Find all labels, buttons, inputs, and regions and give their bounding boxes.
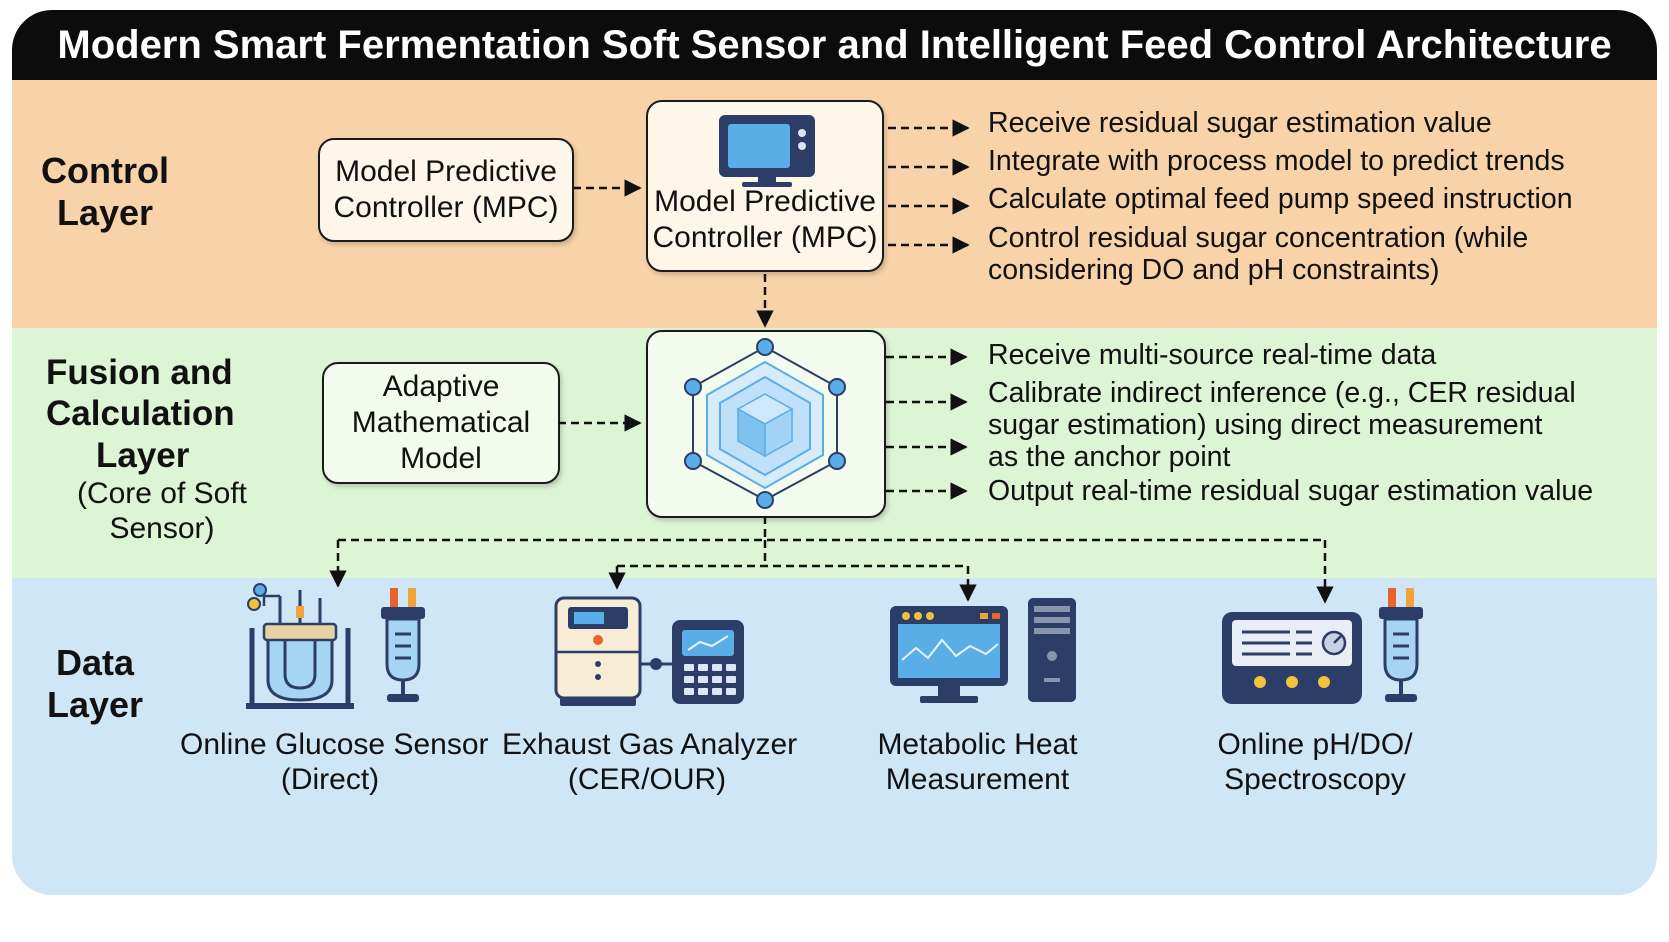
- control-layer-label-line: Control: [41, 150, 169, 191]
- fusion-network-icon: [684, 338, 846, 509]
- fusion-layer-sublabel: (Core of Soft Sensor): [76, 476, 248, 546]
- computer-monitor-icon: [719, 115, 815, 187]
- adaptive-model-box-line: Model: [400, 442, 482, 475]
- bioreactor-icon: [246, 583, 354, 709]
- fusion-output-line: Receive multi-source real-time data: [988, 339, 1437, 371]
- control-output-item: Calculate optimal feed pump speed instru…: [988, 183, 1573, 216]
- server-tower-icon: [1028, 598, 1076, 702]
- control-output-item: Receive residual sugar estimation value: [988, 107, 1492, 140]
- control-output-line: Integrate with process model to predict …: [988, 145, 1565, 177]
- device-label-line: Online pH/DO/: [1217, 728, 1413, 761]
- fusion-output-line: Output real-time residual sugar estimati…: [988, 475, 1594, 507]
- adaptive-model-box-line: Adaptive: [382, 370, 500, 403]
- mpc-input-box-line: Controller (MPC): [333, 191, 559, 224]
- control-output-line: Control residual sugar concentration (wh…: [988, 222, 1529, 254]
- diagram-title: Modern Smart Fermentation Soft Sensor an…: [12, 10, 1657, 80]
- connector-lower-bus: [617, 540, 968, 568]
- data-layer-label: Data Layer: [40, 642, 150, 727]
- control-output-line: Calculate optimal feed pump speed instru…: [988, 183, 1573, 215]
- device-label-metabolic-heat: Metabolic Heat Measurement: [860, 727, 1095, 798]
- device-label-line: Metabolic Heat: [877, 728, 1078, 761]
- adaptive-model-box: Adaptive Mathematical Model: [322, 362, 560, 484]
- data-layer-label-line: Layer: [46, 684, 144, 726]
- mpc-input-box-line: Model Predictive: [335, 155, 557, 188]
- fusion-layer-label-line: Calculation: [46, 394, 235, 434]
- handheld-meter-icon: [672, 620, 744, 704]
- gas-analyzer-cabinet-icon: [554, 596, 672, 706]
- fusion-output-item: Receive multi-source real-time data: [988, 339, 1437, 372]
- ph-probe-icon: [1379, 588, 1423, 702]
- control-output-line: Receive residual sugar estimation value: [988, 107, 1492, 139]
- adaptive-model-box-line: Mathematical: [351, 406, 531, 439]
- device-label-line: (CER/OUR): [567, 763, 727, 797]
- data-layer-label-line: Data: [55, 642, 135, 683]
- device-label-glucose-sensor: Online Glucose Sensor (Direct): [180, 727, 489, 798]
- fusion-layer-label-line: Fusion and: [46, 353, 233, 392]
- control-layer-label-line: Layer: [56, 192, 154, 234]
- mpc-controller-box-line: Controller (MPC): [652, 221, 878, 254]
- control-output-line: considering DO and pH constraints): [988, 253, 1440, 286]
- mpc-input-box: Model Predictive Controller (MPC): [318, 138, 574, 242]
- connector-data-bus: [338, 516, 1325, 542]
- test-tube-probe-icon: [381, 588, 425, 702]
- device-label-line: Measurement: [885, 763, 1070, 797]
- control-output-item: Integrate with process model to predict …: [988, 145, 1565, 178]
- device-label-line: (Direct): [280, 763, 380, 797]
- fusion-output-line: sugar estimation) using direct measureme…: [988, 408, 1543, 441]
- mpc-controller-box-line: Model Predictive: [654, 185, 876, 218]
- device-label-line: Exhaust Gas Analyzer: [502, 728, 798, 761]
- heat-monitor-icon: [890, 606, 1008, 703]
- control-output-item: Control residual sugar concentration (wh…: [988, 222, 1529, 287]
- device-label-line: Online Glucose Sensor: [180, 728, 489, 761]
- device-label-line: Spectroscopy: [1224, 763, 1406, 797]
- control-layer-label: Control Layer: [40, 150, 170, 235]
- fusion-output-item: Calibrate indirect inference (e.g., CER …: [988, 377, 1576, 474]
- fusion-output-line: as the anchor point: [988, 440, 1231, 473]
- device-label-ph-do-spectroscopy: Online pH/DO/ Spectroscopy: [1195, 727, 1435, 798]
- fusion-output-line: Calibrate indirect inference (e.g., CER …: [988, 377, 1576, 409]
- device-label-exhaust-gas-analyzer: Exhaust Gas Analyzer (CER/OUR): [502, 727, 798, 798]
- spectrometer-icon: [1222, 612, 1362, 704]
- fusion-layer-label: Fusion and Calculation Layer (Core of So…: [22, 352, 302, 547]
- fusion-layer-label-line: Layer: [96, 435, 190, 475]
- fusion-output-item: Output real-time residual sugar estimati…: [988, 475, 1594, 508]
